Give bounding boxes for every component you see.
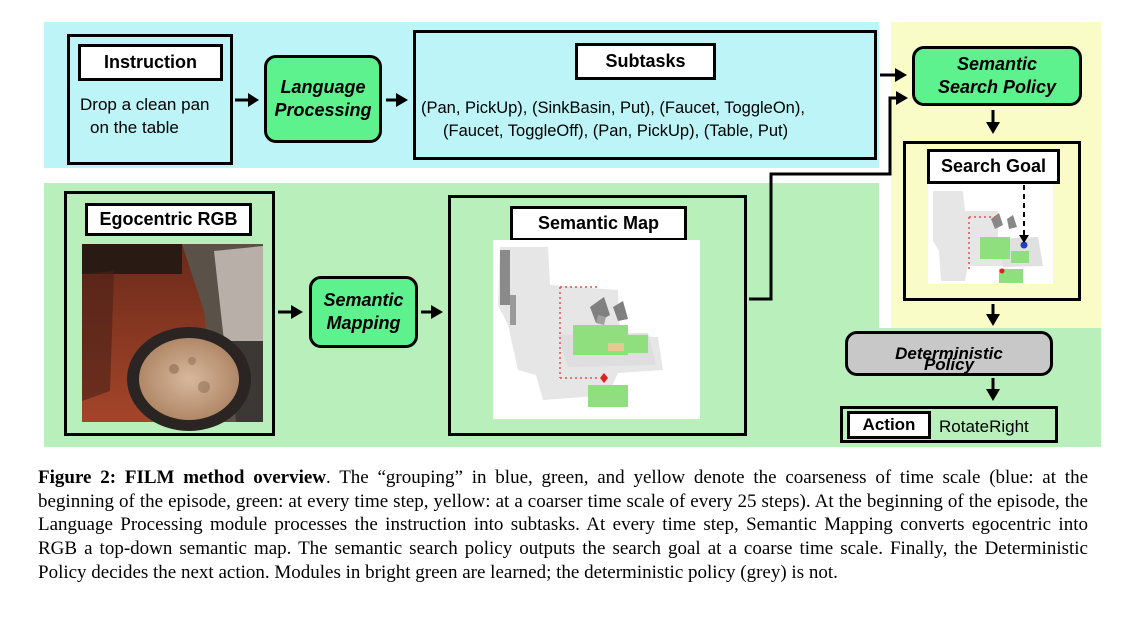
subtasks-label: Subtasks <box>575 43 716 80</box>
caption-title: Figure 2: FILM method overview <box>38 467 327 488</box>
instruction-text-line1: Drop a clean pan <box>80 95 210 114</box>
semantic-map-box: Semantic Map <box>448 195 747 436</box>
action-label: Action <box>847 411 931 439</box>
semantic-mapping-line2: Mapping <box>326 313 401 333</box>
caption-body: . The “grouping” in blue, green, and yel… <box>38 467 1088 583</box>
subtasks-box: Subtasks (Pan, PickUp), (SinkBasin, Put)… <box>413 30 877 160</box>
egocentric-rgb-box: Egocentric RGB <box>64 191 275 436</box>
semantic-map-label: Semantic Map <box>510 206 687 241</box>
semantic-map-image <box>493 240 700 419</box>
semantic-mapping-line1: Semantic <box>323 290 404 310</box>
deterministic-policy-module: Deterministic <box>845 331 1053 376</box>
instruction-text-line2: on the table <box>90 118 179 137</box>
semantic-search-policy-line2: Search Policy <box>937 77 1057 97</box>
search-goal-map-image <box>928 184 1053 284</box>
instruction-box: Instruction Drop a clean pan on the tabl… <box>67 34 233 165</box>
subtasks-line1: (Pan, PickUp), (SinkBasin, Put), (Faucet… <box>421 99 805 117</box>
figure-caption: Figure 2: FILM method overview. The “gro… <box>38 466 1088 585</box>
instruction-label: Instruction <box>78 44 223 81</box>
deterministic-policy-line1: Deterministic <box>895 344 1003 363</box>
deterministic-policy-line2: Policy <box>923 355 975 374</box>
subtasks-line2: (Faucet, ToggleOff), (Pan, PickUp), (Tab… <box>443 122 789 140</box>
action-value: RotateRight <box>939 417 1029 436</box>
egocentric-rgb-image <box>82 244 263 431</box>
action-box: Action RotateRight <box>840 406 1058 443</box>
language-processing-line2: Processing <box>274 100 372 120</box>
semantic-search-policy-module: Semantic Search Policy <box>912 46 1082 106</box>
semantic-mapping-module: Semantic Mapping <box>309 276 418 348</box>
egocentric-rgb-label: Egocentric RGB <box>85 203 252 236</box>
language-processing-line1: Language <box>280 77 366 97</box>
search-goal-label: Search Goal <box>927 149 1060 184</box>
semantic-search-policy-line1: Semantic <box>956 54 1038 74</box>
language-processing-module: Language Processing <box>264 55 382 143</box>
search-goal-box: Search Goal <box>903 141 1081 301</box>
